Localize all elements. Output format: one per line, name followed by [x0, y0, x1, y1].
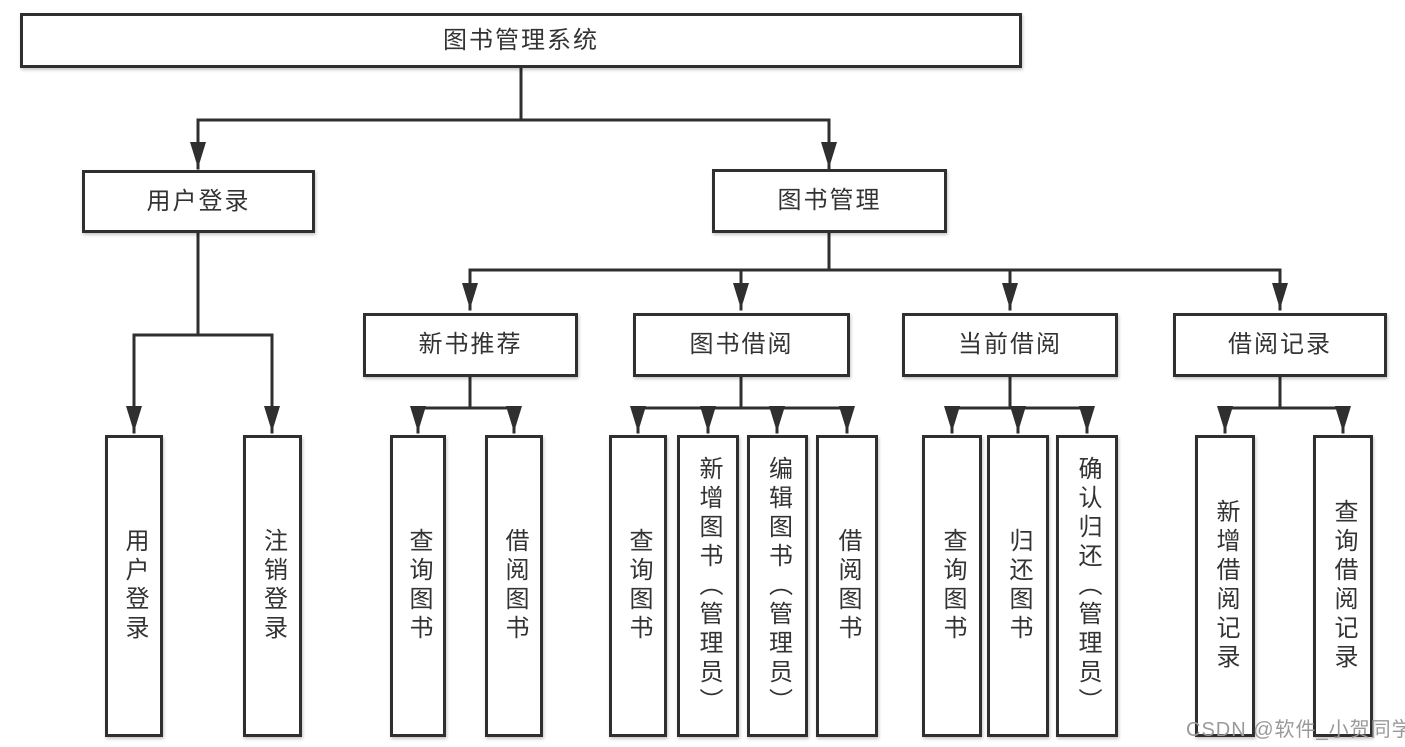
node-edit-book-admin: 编辑图书（管理员）	[747, 435, 808, 737]
node-confirm-return-admin: 确认归还（管理员）	[1056, 435, 1118, 737]
node-query-borrow-record: 查询借阅记录	[1313, 435, 1373, 737]
node-user-login: 用户登录	[82, 170, 315, 233]
node-borrow-books: 借阅图书	[816, 435, 878, 737]
node-book-management: 图书管理	[712, 169, 947, 233]
node-borrow-records: 借阅记录	[1173, 313, 1387, 377]
node-add-book-admin: 新增图书（管理员）	[677, 435, 739, 737]
node-current-query-books: 查询图书	[922, 435, 982, 737]
node-recommend-query-books: 查询图书	[390, 435, 446, 737]
node-book-borrow: 图书借阅	[633, 313, 850, 377]
node-logout: 注销登录	[243, 435, 302, 737]
node-current-borrow: 当前借阅	[902, 313, 1118, 377]
node-return-books: 归还图书	[987, 435, 1049, 737]
node-user-login-action: 用户登录	[105, 435, 163, 737]
node-recommend-borrow-books: 借阅图书	[485, 435, 543, 737]
node-borrow-query-books: 查询图书	[609, 435, 667, 737]
node-new-book-recommend: 新书推荐	[363, 313, 578, 377]
node-root: 图书管理系统	[20, 13, 1022, 68]
watermark: CSDN @软件_小贺同学	[1186, 719, 1405, 741]
node-add-borrow-record: 新增借阅记录	[1195, 435, 1255, 737]
